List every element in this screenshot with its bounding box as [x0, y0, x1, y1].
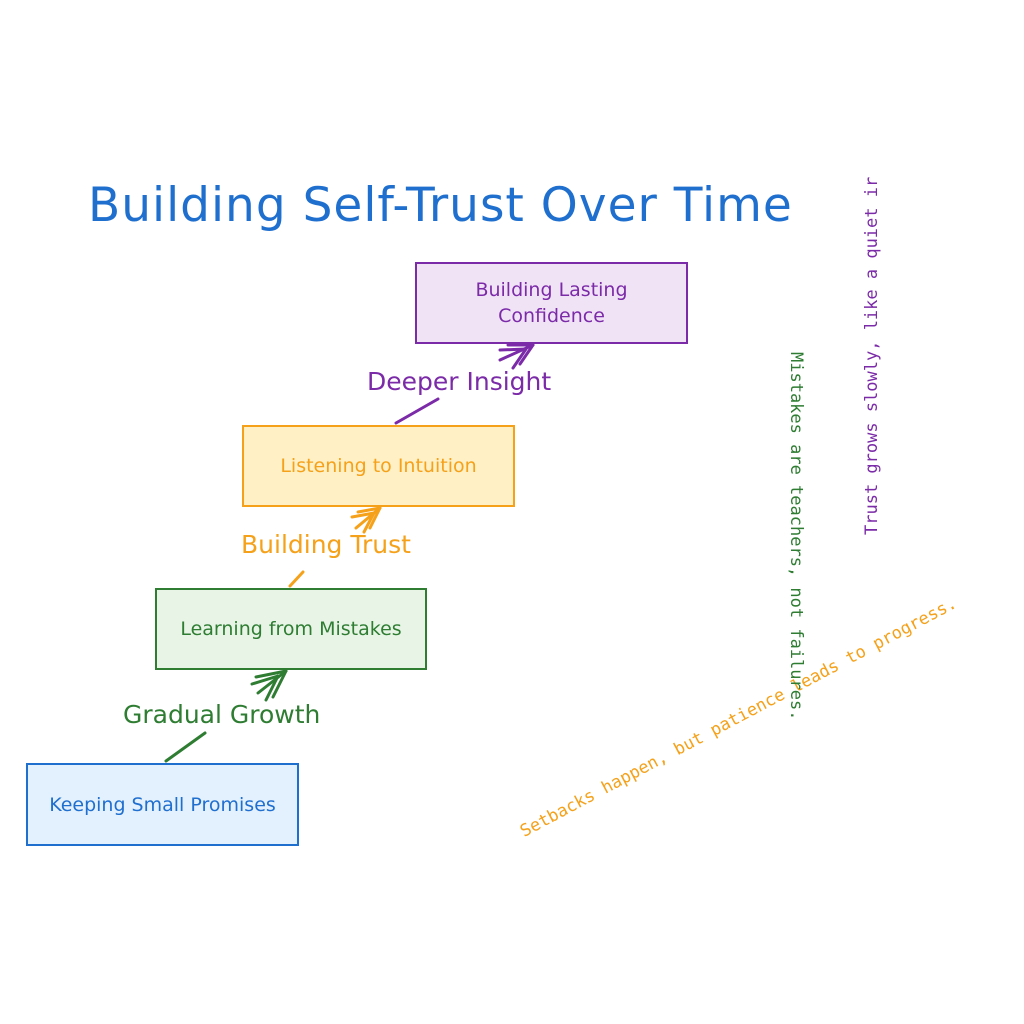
edge-label-building-trust: Building Trust	[241, 530, 411, 559]
diagram-title: Building Self-Trust Over Time	[88, 178, 793, 233]
step-keeping-small-promises: Keeping Small Promises	[26, 763, 299, 846]
step-building-lasting-confidence: Building Lasting Confidence	[415, 262, 688, 344]
arrow-gradual-growth	[164, 669, 288, 763]
step-listening-to-intuition: Listening to Intuition	[242, 425, 515, 507]
note-mistakes: Mistakes are teachers, not failures.	[786, 352, 806, 721]
edge-label-gradual-growth: Gradual Growth	[123, 700, 321, 729]
edge-label-deeper-insight: Deeper Insight	[367, 367, 552, 396]
arrow-deeper-insight	[394, 343, 535, 425]
step-learning-from-mistakes: Learning from Mistakes	[155, 588, 427, 670]
note-trust-grows: Trust grows slowly, like a quiet ir	[862, 176, 882, 535]
arrow-building-trust	[288, 506, 382, 588]
